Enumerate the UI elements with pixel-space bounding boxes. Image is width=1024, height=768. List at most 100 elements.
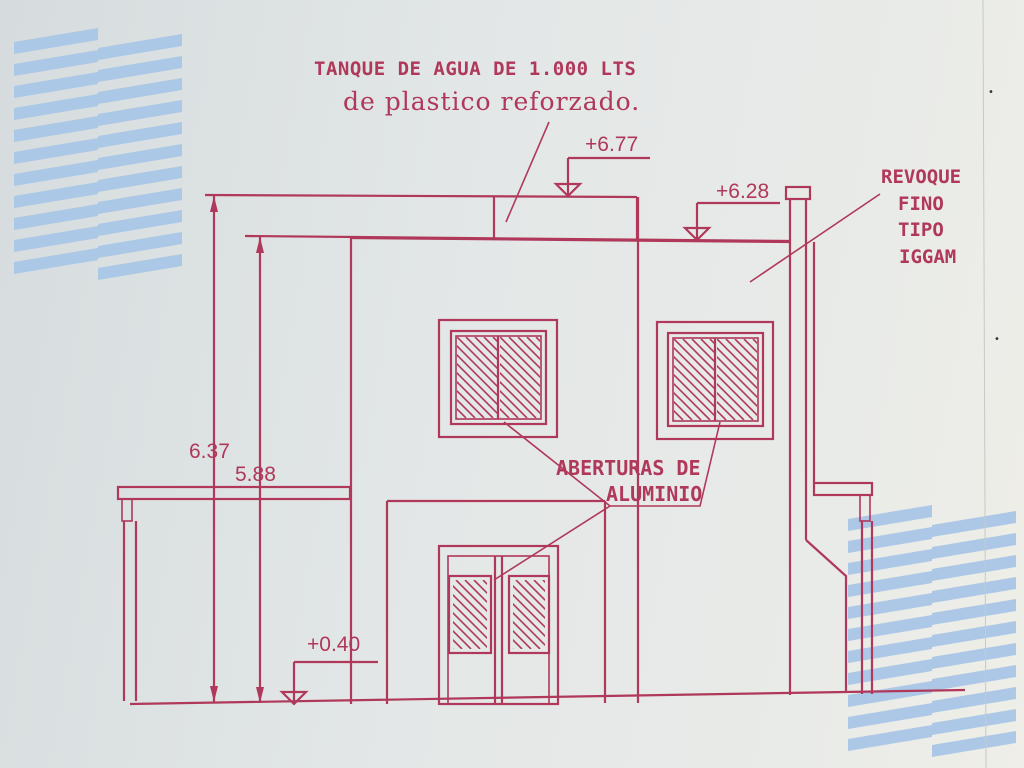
glass-hatch-line	[717, 364, 757, 408]
glass-hatch-line	[500, 371, 540, 415]
glass-hatch-line	[556, 337, 637, 418]
pattern-stripe	[14, 248, 98, 274]
glass-hatch-line	[453, 602, 487, 640]
door-right-panel	[507, 574, 551, 655]
pattern-stripe	[98, 34, 182, 60]
glass-hatch-line	[453, 593, 487, 631]
glass-hatch-line	[791, 339, 872, 420]
pattern-right	[848, 505, 1016, 757]
house-body	[349, 185, 848, 704]
pattern-stripe	[848, 725, 932, 751]
glass-hatch-line	[782, 339, 863, 420]
glass-hatch-line	[717, 400, 736, 420]
glass-hatch-line	[674, 364, 714, 408]
dimension-label-wall: 5.88	[235, 463, 276, 486]
glass-hatch-line	[453, 620, 481, 649]
pattern-stripe	[14, 182, 98, 208]
glass-hatch-line	[457, 362, 497, 406]
pattern-stripe	[14, 94, 98, 120]
door-right-glass	[513, 580, 666, 649]
glass-hatch-line	[565, 337, 646, 418]
pattern-stripe	[98, 232, 182, 258]
glass-hatch-line	[764, 339, 845, 420]
window-left-glass-a	[457, 337, 655, 418]
glass-hatch-line	[500, 344, 540, 388]
glass-hatch-line	[457, 371, 497, 415]
glass-hatch-line	[513, 584, 545, 620]
glass-hatch-line	[816, 339, 897, 420]
glass-hatch-line	[717, 382, 754, 420]
aberturas-leader-door	[493, 505, 611, 581]
tank-note-leader	[505, 121, 550, 223]
pattern-stripe	[98, 166, 182, 192]
glass-hatch-line	[762, 339, 843, 420]
level-label-tank: +6.77	[585, 133, 639, 156]
pattern-stripe	[848, 593, 932, 619]
glass-hatch-line	[717, 346, 757, 390]
glass-hatch-line	[834, 339, 915, 420]
glass-hatch-line	[453, 629, 472, 649]
glass-hatch-line	[572, 337, 653, 418]
dimension-total-height	[210, 196, 218, 702]
dimension-label-total: 6.37	[189, 440, 230, 463]
glass-hatch-line	[554, 337, 635, 418]
glass-hatch-line	[771, 339, 852, 420]
glass-hatch-line	[500, 380, 537, 418]
glass-hatch-line	[674, 346, 714, 390]
pattern-stripe	[932, 533, 1016, 559]
glass-hatch-line	[547, 337, 628, 418]
window-left	[437, 318, 655, 439]
glass-hatch-line	[674, 373, 714, 417]
revoque-note-line4: IGGAM	[899, 246, 957, 268]
pattern-stripe	[932, 577, 1016, 603]
level-marker-tank	[553, 156, 650, 198]
tank-note-line1: TANQUE DE AGUA DE 1.000 LTS	[314, 58, 637, 80]
glass-hatch-line	[513, 602, 545, 638]
pattern-stripe	[932, 643, 1016, 669]
glass-hatch-line	[500, 353, 540, 397]
glass-hatch-line	[457, 398, 476, 418]
glass-hatch-line	[674, 418, 675, 420]
pattern-stripe	[932, 731, 1016, 757]
glass-hatch-line	[457, 407, 467, 418]
glass-hatch-line	[473, 580, 487, 595]
pattern-stripe	[14, 72, 98, 98]
glass-hatch-line	[457, 380, 494, 418]
pattern-stripe	[848, 527, 932, 553]
left-canopy-bracket	[121, 498, 133, 522]
glass-hatch-line	[457, 353, 497, 397]
glass-hatch-line	[508, 337, 540, 370]
pattern-stripe	[14, 28, 98, 54]
pattern-stripe	[98, 56, 182, 82]
glass-hatch-line	[588, 580, 657, 649]
entrance-portico	[385, 499, 607, 704]
pattern-stripe	[98, 254, 182, 280]
pattern-stripe	[932, 511, 1016, 537]
entrance-door	[437, 544, 666, 706]
glass-hatch-line	[533, 580, 545, 593]
glass-hatch-line	[574, 337, 655, 418]
left-canopy	[116, 485, 352, 701]
level-marker-roof	[682, 201, 780, 242]
pattern-stripe	[98, 100, 182, 126]
glass-hatch-line	[513, 620, 541, 649]
glass-hatch-line	[552, 580, 621, 649]
glass-hatch-line	[455, 580, 487, 613]
chimney-cap	[784, 185, 812, 201]
glass-hatch-line	[597, 580, 666, 649]
glass-hatch-line	[457, 389, 485, 418]
glass-hatch-line	[500, 362, 540, 406]
dimension-arrow-bottom	[256, 687, 264, 703]
chimney-base	[805, 539, 848, 693]
pattern-stripe	[14, 204, 98, 230]
tank-top-extension-line	[204, 193, 638, 199]
glass-hatch-line	[691, 339, 714, 363]
dimension-arrow-bottom	[210, 686, 218, 702]
glass-hatch-line	[674, 400, 693, 420]
glass-hatch-line	[798, 339, 879, 420]
pattern-stripe	[932, 555, 1016, 581]
ground-line	[129, 688, 966, 706]
window-right-glass-a	[674, 339, 872, 420]
page-mark: •	[994, 334, 1000, 345]
